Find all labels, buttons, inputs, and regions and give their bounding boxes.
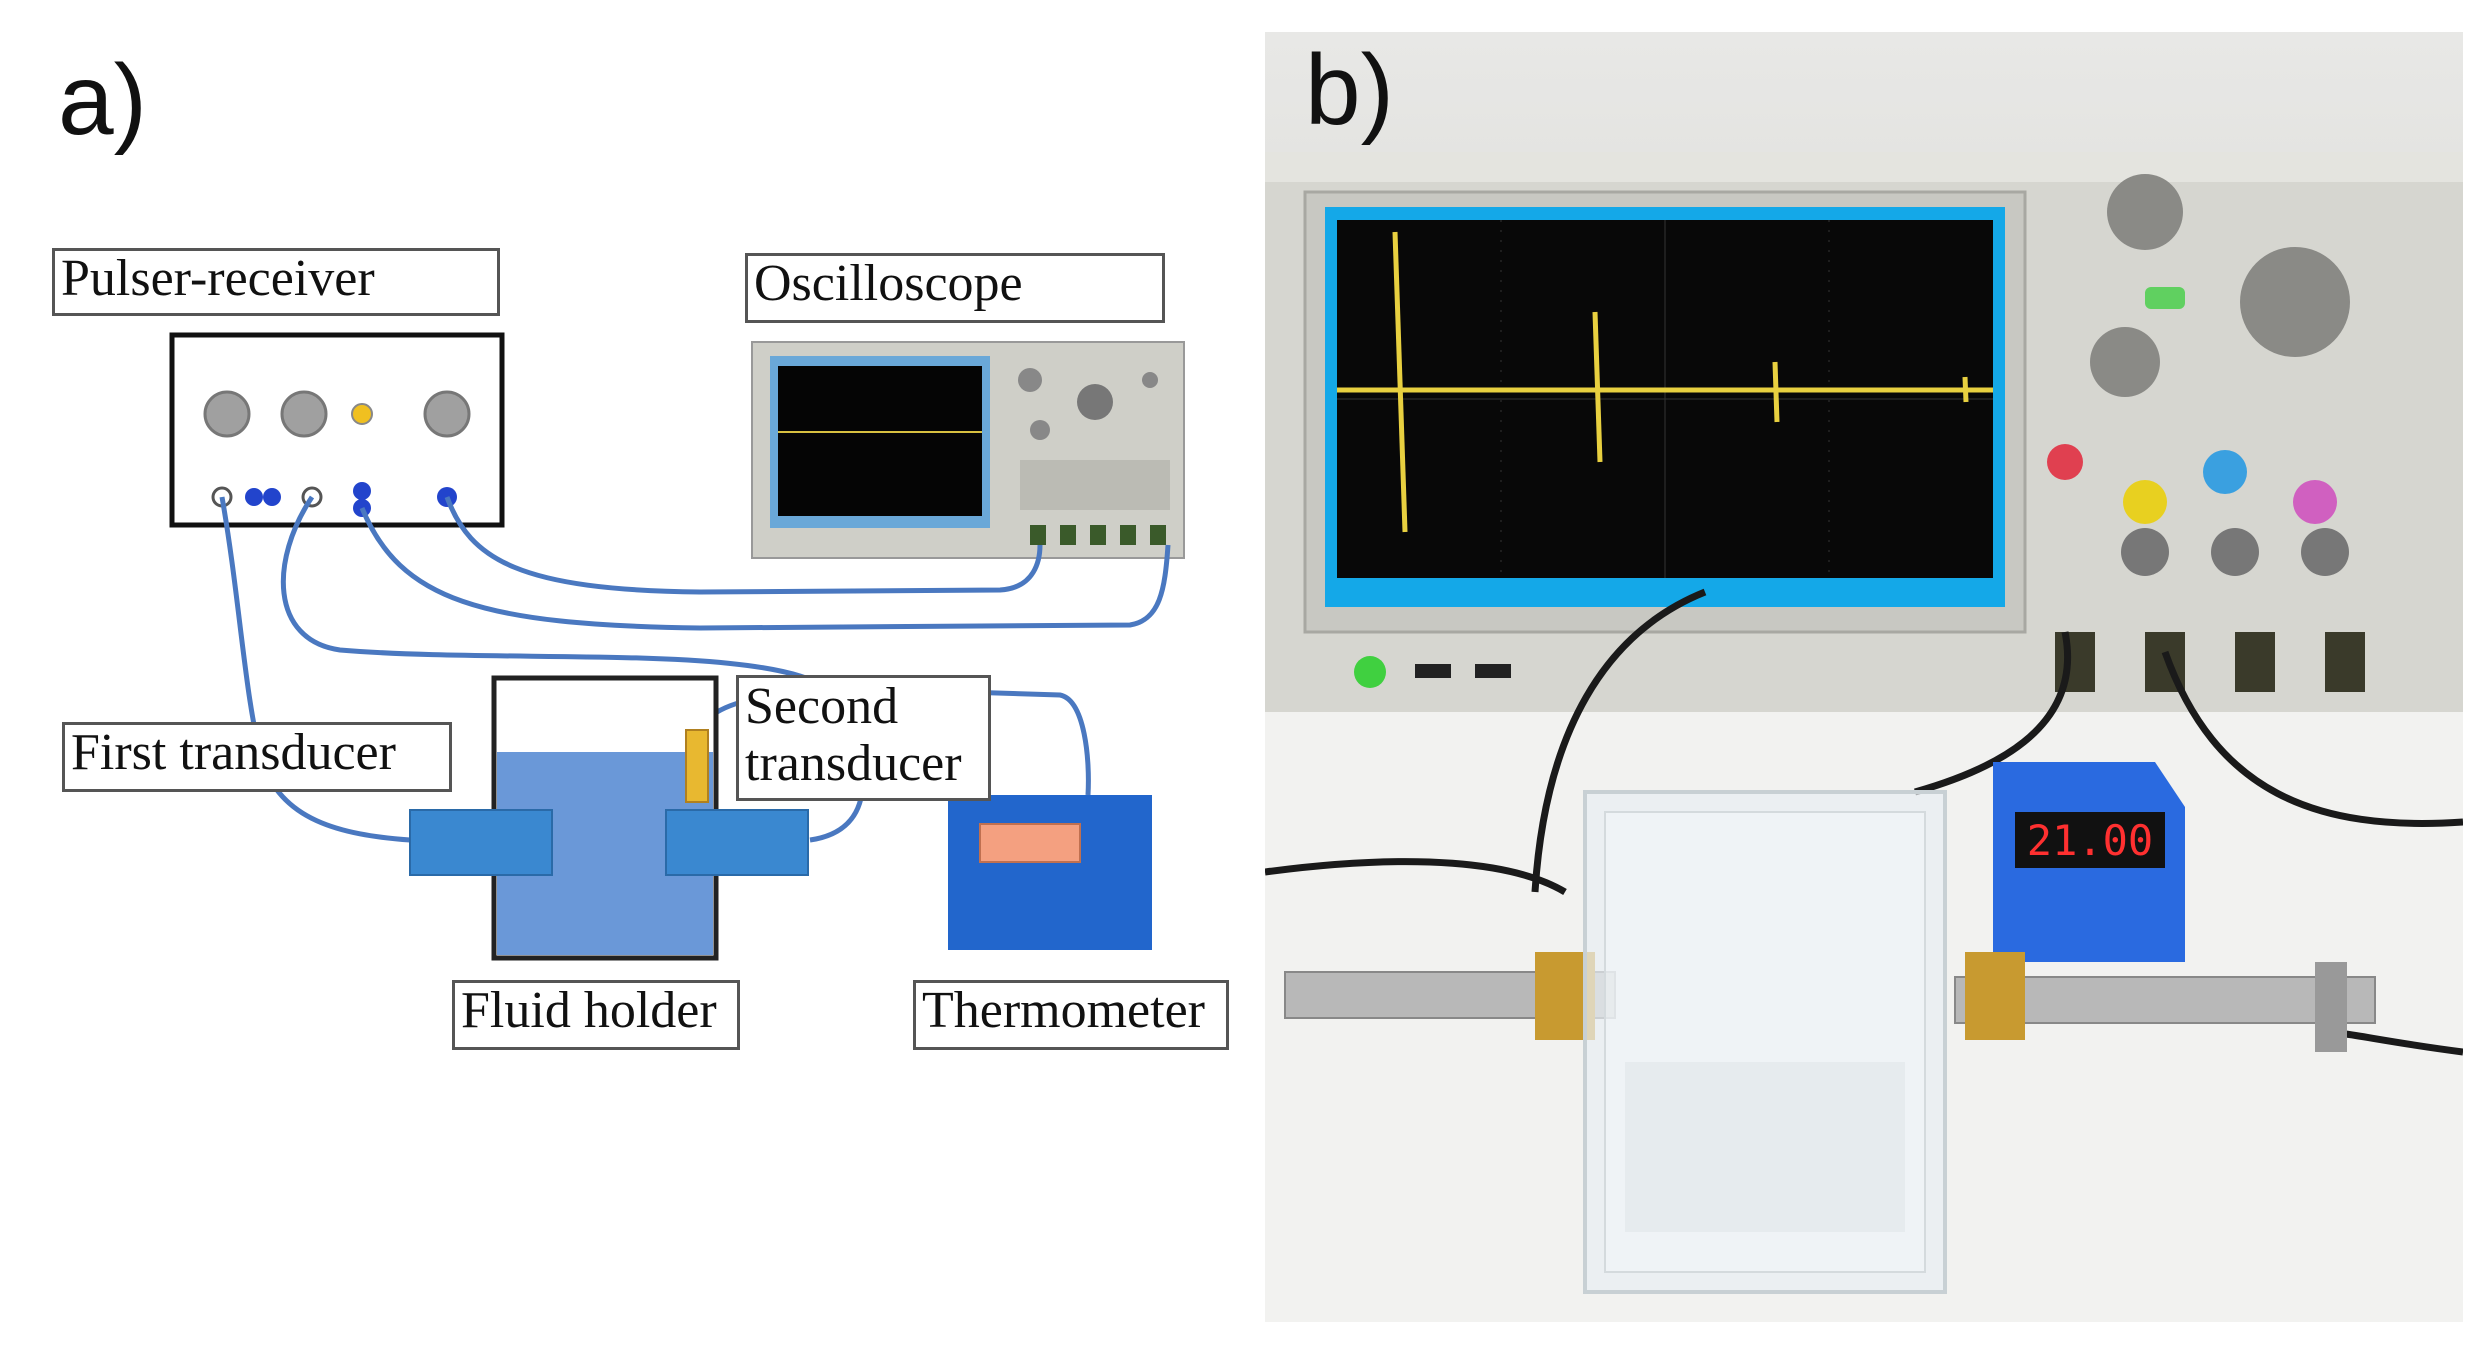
photo-thermometer: 21.00 [1993,762,2185,962]
panel-letter-b: b) [1305,34,1394,146]
pulser-port-2 [245,488,263,506]
pulser-knob-3 [423,390,471,438]
setup-schematic [169,332,1185,961]
label-second-transducer: Second transducer [736,675,991,801]
pulser-port-3 [263,488,281,506]
thermometer-display [979,823,1081,863]
pulser-port-5 [353,482,371,500]
label-first-transducer: First transducer [62,722,452,792]
cable-pulser-to-osc-1 [444,496,1043,595]
photo-power-button [1354,656,1386,688]
second-transducer [665,809,809,876]
panel-letter-a: a) [58,44,147,156]
pulser-knob-1 [203,390,251,438]
label-pulser-receiver: Pulser-receiver [52,248,500,316]
pulser-knob-2 [280,390,328,438]
setup-photo: 21.00 [1265,32,2463,1322]
photo-transducer-left [1284,952,1616,1040]
cable-pulser-to-osc-2 [359,507,1171,631]
pulser-indicator-light [351,403,373,425]
photo-waveform-trace [1337,231,1993,533]
thermometer-unit [948,795,1152,950]
first-transducer [409,809,553,876]
thermometer-probe [685,729,709,803]
photo-fluid-holder [1583,790,1947,1294]
photo-thermometer-reading: 21.00 [2027,816,2153,865]
photo-oscilloscope [1265,152,2463,712]
pulser-receiver-unit [169,332,505,528]
oscilloscope-unit [751,341,1185,559]
label-thermometer: Thermometer [913,980,1229,1050]
label-oscilloscope: Oscilloscope [745,253,1165,323]
photo-transducer-right [1954,952,2376,1052]
label-fluid-holder: Fluid holder [452,980,740,1050]
photo-thermometer-display [2015,812,2165,868]
